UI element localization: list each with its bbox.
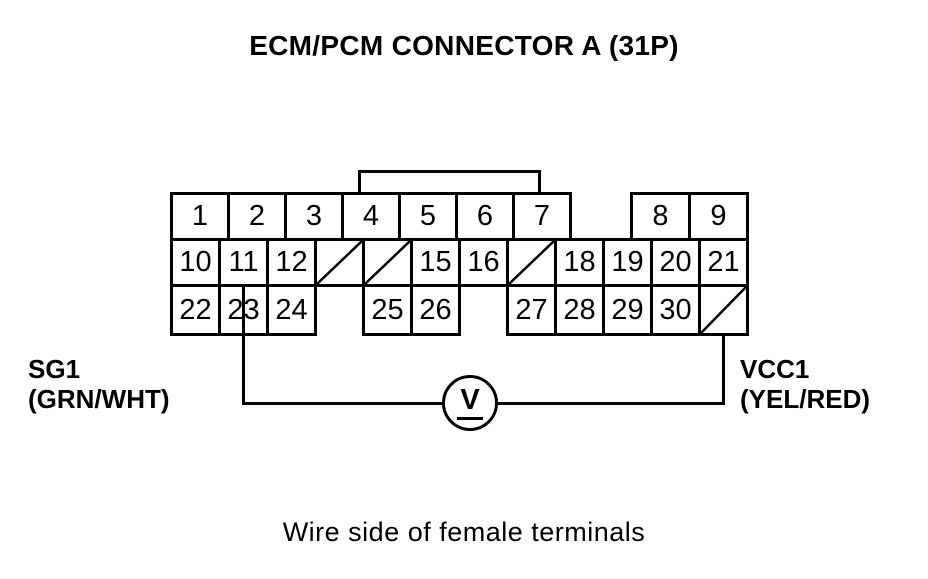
- diagonal-slash-icon: [317, 241, 362, 284]
- pin-cell-1: 1: [170, 192, 230, 241]
- pin-cell-3: 3: [284, 192, 344, 241]
- diagram-caption: Wire side of female terminals: [282, 517, 646, 547]
- pin-cell-21: 21: [698, 238, 749, 287]
- pin-cell-5: 5: [398, 192, 458, 241]
- diagonal-slash-icon: [701, 287, 746, 333]
- pin-cell-22: 22: [170, 284, 221, 336]
- pin-cell-16: 16: [458, 238, 509, 287]
- right-probe-label: VCC1 (YEL/RED): [740, 354, 870, 415]
- pin-cell-10: 10: [170, 238, 221, 287]
- voltmeter-icon: V: [442, 375, 498, 431]
- pin-cell-20: 20: [650, 238, 701, 287]
- right-wire-color: (YEL/RED): [740, 383, 870, 414]
- blocked-pin-cell: [506, 238, 557, 287]
- pin-cell-9: 9: [688, 192, 749, 241]
- pin-cell-26: 26: [410, 284, 461, 336]
- blocked-pin-cell: [698, 284, 749, 336]
- pin-cell-7: 7: [512, 192, 572, 241]
- pin-cell-12: 12: [266, 238, 317, 287]
- pin-cell-25: 25: [362, 284, 413, 336]
- pin-cell-18: 18: [554, 238, 605, 287]
- blocked-pin-cell: [362, 238, 413, 287]
- pin-cell-28: 28: [554, 284, 605, 336]
- pin-cell-2: 2: [227, 192, 287, 241]
- pin-cell-30: 30: [650, 284, 701, 336]
- pin-cell-19: 19: [602, 238, 653, 287]
- wire-left-vertical: [242, 287, 245, 405]
- pin-cell-24: 24: [266, 284, 317, 336]
- pin-cell-15: 15: [410, 238, 461, 287]
- diagonal-slash-icon: [509, 241, 554, 284]
- wire-right-vertical: [722, 334, 725, 405]
- voltmeter-label: V: [457, 386, 483, 420]
- left-wire-color: (GRN/WHT): [28, 383, 170, 414]
- pin-cell-11: 11: [218, 238, 269, 287]
- diagram-title: ECM/PCM CONNECTOR A (31P): [249, 30, 679, 61]
- right-signal-name: VCC1: [740, 354, 810, 384]
- pin-cell-27: 27: [506, 284, 557, 336]
- pin-cell-29: 29: [602, 284, 653, 336]
- left-probe-label: SG1 (GRN/WHT): [28, 354, 170, 415]
- pin-cell-8: 8: [630, 192, 691, 241]
- left-signal-name: SG1: [28, 354, 81, 384]
- blocked-pin-cell: [314, 238, 365, 287]
- diagonal-slash-icon: [365, 241, 410, 284]
- pin-cell-4: 4: [341, 192, 401, 241]
- pin-cell-6: 6: [455, 192, 515, 241]
